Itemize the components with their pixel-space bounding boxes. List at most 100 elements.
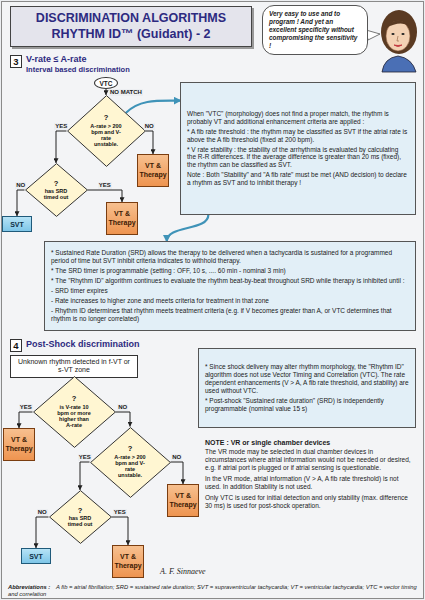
node-text: * Post-shock "Sustained rate duration" (… — [205, 397, 409, 413]
speech-bubble: Very easy to use and to program ! And ye… — [262, 5, 368, 55]
bubble-tail — [366, 30, 380, 40]
node-text: VT & Therapy — [139, 162, 167, 178]
diamond-text: ?is V-rate 10 bpm or more higher than A-… — [56, 395, 92, 429]
connector — [80, 462, 90, 490]
node-text: A-rate > 200 bpm and V-rate unstable. — [89, 123, 123, 148]
decision-diamond: ?is V-rate 10 bpm or more higher than A-… — [33, 376, 116, 448]
edge-label: YES — [78, 454, 92, 461]
node-text: - Rhythm ID determines that rhythm meets… — [51, 307, 409, 323]
fringe — [386, 20, 410, 28]
therapy-box: VT & Therapy — [167, 484, 199, 517]
note-heading: NOTE : VR or single chamber devices — [205, 439, 416, 446]
diamond-text: ?has SRD timed out — [41, 180, 71, 201]
node-text: 3 — [11, 56, 21, 67]
edge-label: YES — [113, 509, 127, 516]
node-text: SVT — [23, 553, 49, 560]
diamond-shape — [49, 491, 111, 544]
node-text: 4 — [11, 340, 21, 351]
diamond-text: ?has SRD timed out — [65, 507, 95, 528]
therapy-box: VT & Therapy — [3, 428, 35, 461]
node-text: RHYTHM ID™ (Guidant) - 2 — [51, 26, 210, 42]
edge-label: YES — [19, 404, 33, 411]
connector — [106, 89, 107, 95]
start-box: Unknown rhythm detected in f-VT or s-VT … — [10, 355, 138, 378]
node-text: Unknown rhythm detected in f-VT or s-VT … — [15, 358, 133, 375]
node-text: ? — [89, 114, 123, 122]
node-text: VT & Therapy — [169, 492, 197, 508]
node-text: When "VTC" (morphology) does not find a … — [187, 110, 409, 126]
node-text: * Since shock delivery may alter rhythm … — [205, 363, 409, 395]
connector — [171, 462, 184, 484]
node-text: VTC — [97, 80, 115, 87]
node-text: is V-rate 10 bpm or more higher than A-r… — [56, 404, 92, 429]
node-text: Very easy to use and to program ! And ye… — [269, 10, 361, 50]
title-box: DISCRIMINATION ALGORITHMSRHYTHM ID™ (Gui… — [10, 6, 252, 47]
therapy-box: VT & Therapy — [112, 545, 144, 578]
diamond-shape — [90, 427, 170, 497]
diamond-shape — [67, 96, 145, 167]
cartoon-face — [366, 10, 417, 72]
node-text: SVT — [4, 221, 30, 228]
edge-label: NO — [37, 509, 48, 516]
svt-box: SVT — [2, 216, 32, 232]
edge-label: NO — [15, 182, 26, 189]
connector — [126, 101, 180, 113]
decision-diamond: ?has SRD timed out — [25, 163, 88, 217]
section-number: 4 — [10, 339, 22, 352]
node-text: ? — [56, 395, 92, 403]
edge-label: YES — [98, 182, 112, 189]
note-text: Only VTC is used for initial detection a… — [205, 494, 416, 510]
connector — [19, 412, 33, 428]
node-text: * A fib rate threshold : the rhythm may … — [187, 128, 409, 144]
section-number: 3 — [10, 55, 22, 68]
abbreviation-text: A fib = atrial fibrillation; SRD = susta… — [8, 584, 418, 598]
section-heading: V-rate ≤ A-rate — [26, 54, 186, 64]
diamond-shape — [33, 377, 115, 448]
section-heading: Post-Shock discrimination — [26, 339, 196, 349]
signature: A. F. Sinnaeve — [160, 567, 240, 576]
node-text: has SRD timed out — [65, 515, 95, 528]
node-text: VT & Therapy — [114, 553, 142, 569]
hair — [381, 10, 417, 54]
eye — [401, 33, 404, 35]
connector — [36, 517, 49, 548]
connector — [88, 190, 123, 202]
svt-box: SVT — [21, 548, 51, 564]
text-group: NOTE : VR or single chamber devicesThe V… — [205, 439, 416, 512]
connector — [17, 190, 25, 216]
node-text: * Sustained Rate Duration (SRD) allows t… — [51, 249, 409, 265]
node-text: Note : Both "Stability" and "A fib rate"… — [187, 171, 409, 187]
note-box: * Since shock delivery may alter rhythm … — [198, 348, 416, 428]
node-text: has SRD timed out — [41, 188, 71, 201]
lips — [394, 45, 402, 47]
therapy-box: VT & Therapy — [106, 202, 138, 235]
node-text: VT & Therapy — [108, 210, 136, 226]
nose — [397, 36, 399, 41]
node-text: DISCRIMINATION ALGORITHMS — [36, 10, 226, 26]
edge-label: NO MATCH — [109, 89, 143, 96]
eye — [391, 33, 394, 35]
diamond-text: ?A-rate > 200 bpm and V-rate unstable. — [113, 445, 147, 479]
therapy-box: VT & Therapy — [137, 154, 169, 187]
decision-diamond: ?A-rate > 200 bpm and V-rate unstable. — [90, 427, 171, 498]
connector — [167, 215, 209, 241]
node-text: VT & Therapy — [5, 436, 33, 452]
node-text: * The SRD timer is programmable (setting… — [51, 267, 409, 275]
node-text: ? — [113, 445, 147, 453]
node-text: ? — [41, 180, 71, 188]
node-text: * The "Rhythm ID" algorithm continues to… — [51, 277, 409, 285]
edge-label: NO — [171, 454, 182, 461]
node-text: * V rate stability : the stability of th… — [187, 146, 409, 170]
node-text: - SRD timer expires — [51, 287, 409, 295]
connector — [146, 131, 154, 154]
node-text: ? — [65, 507, 95, 515]
section-subheading: Interval based discrimination — [26, 65, 186, 74]
note-text: The VR mode may be selected in dual cham… — [205, 448, 416, 472]
note-box: When "VTC" (morphology) does not find a … — [180, 82, 416, 215]
edge-label: NO — [144, 123, 155, 130]
connector — [56, 131, 67, 163]
start-oval: VTC — [94, 77, 118, 89]
node-text: A-rate > 200 bpm and V-rate unstable. — [113, 454, 147, 479]
